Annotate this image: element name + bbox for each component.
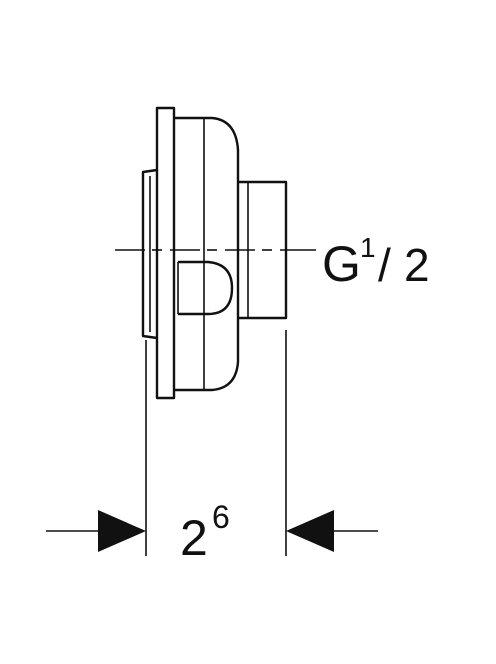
dimension-arrow-left [46, 510, 146, 552]
width-dimension-superscript: 6 [212, 499, 230, 535]
rounded-body [174, 116, 240, 392]
dimension-arrow-right [286, 510, 378, 552]
thread-label: G 1 / 2 [322, 232, 430, 292]
flange-plate [155, 106, 176, 400]
thread-label-denominator: 2 [404, 239, 430, 291]
thread-label-main: G [322, 236, 361, 292]
front-rim [141, 168, 158, 340]
inner-slot [178, 260, 234, 316]
thread-label-numerator: 1 [360, 232, 376, 263]
thread-label-slash: / [378, 239, 391, 291]
width-dimension-base: 2 [180, 510, 208, 566]
fitting-part [141, 106, 288, 400]
width-dimension-label: 2 6 [180, 499, 230, 566]
